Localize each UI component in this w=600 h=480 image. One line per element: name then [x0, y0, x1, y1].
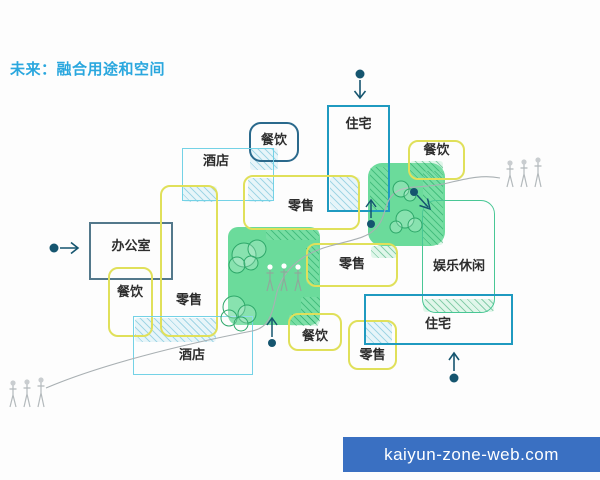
- zone-label-office: 办公室: [111, 238, 151, 253]
- zone-label-hotel-bottom: 酒店: [178, 347, 205, 362]
- zone-label-dining-top-right: 餐饮: [423, 142, 450, 157]
- access-arrow-left: [49, 241, 80, 255]
- zone-label-hotel-top: 酒店: [202, 153, 229, 168]
- zone-label-dining-left: 餐饮: [116, 284, 143, 299]
- watermark-banner: kaiyun-zone-web.com: [343, 437, 600, 472]
- watermark-text: kaiyun-zone-web.com: [384, 444, 559, 464]
- zone-label-retail-right: 零售: [338, 256, 365, 271]
- zone-label-residential-top: 住宅: [345, 116, 372, 131]
- zone-label-residential-bottom: 住宅: [424, 316, 451, 331]
- zone-label-retail-bottom: 零售: [359, 347, 386, 362]
- zone-retail-left-tall: [160, 185, 218, 337]
- zone-label-leisure: 娱乐休闲: [432, 258, 485, 273]
- people-group-bottom-left: [9, 377, 45, 408]
- zone-hotel-bottom: [133, 316, 253, 375]
- zone-label-dining-bottom: 餐饮: [301, 328, 328, 343]
- page-title: 未来：融合用途和空间: [10, 61, 166, 78]
- zone-label-retail-central: 零售: [287, 198, 314, 213]
- zone-label-dining-top: 餐饮: [260, 132, 287, 147]
- access-arrow-top: [353, 69, 367, 100]
- people-group-top-right: [506, 157, 542, 188]
- zone-label-retail-left-tall: 零售: [175, 292, 202, 307]
- zone-dining-top: [249, 122, 299, 162]
- access-arrow-residential-bottom: [448, 351, 460, 383]
